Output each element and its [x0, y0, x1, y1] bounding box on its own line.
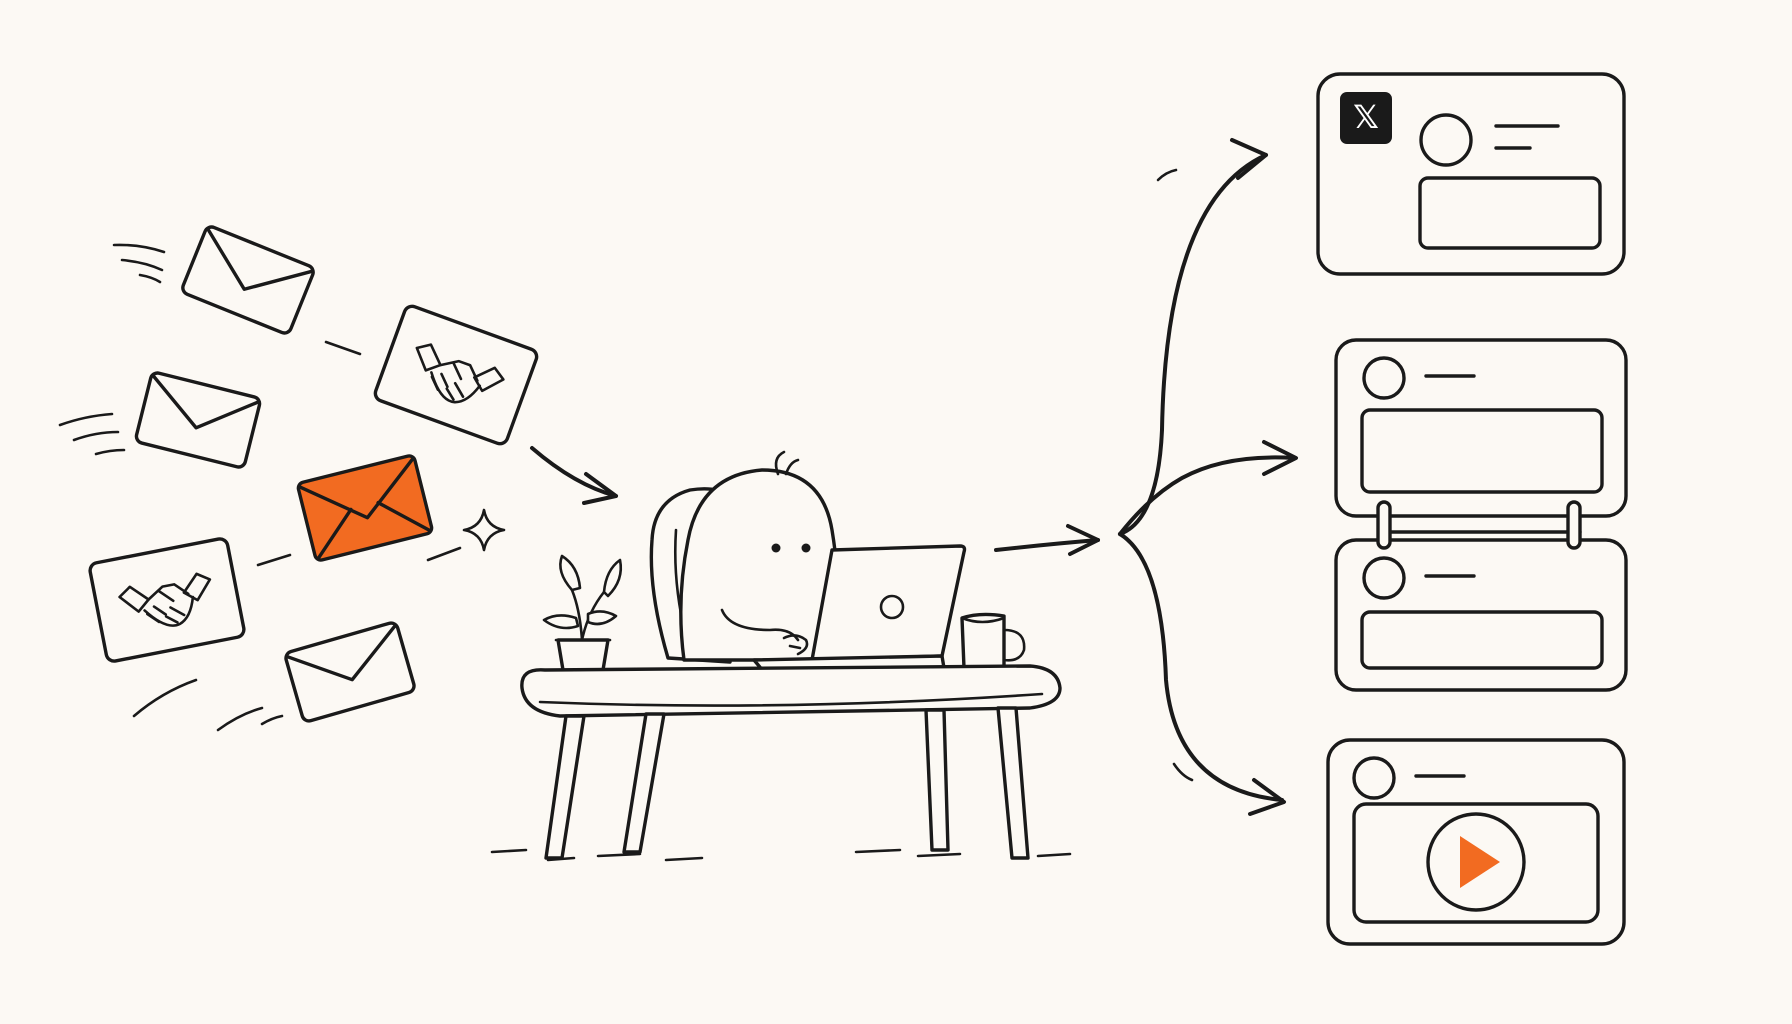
avatar — [1362, 556, 1406, 600]
play-button-ring — [1426, 812, 1526, 912]
envelope-icon — [134, 371, 262, 469]
motion-dash — [324, 340, 362, 356]
hair-strand — [784, 458, 800, 476]
mug — [960, 612, 1026, 673]
worker-at-desk — [490, 450, 1100, 862]
motion-lines — [58, 412, 126, 456]
content-cards: 𝕏 — [1316, 72, 1628, 946]
incoming-messages — [58, 225, 618, 732]
deal-card — [373, 304, 539, 446]
hand — [782, 634, 809, 656]
logo-mark — [879, 594, 905, 620]
eye — [801, 543, 811, 553]
outgoing-arrow — [994, 524, 1100, 556]
video-frame — [1352, 802, 1600, 924]
video-post-card — [1326, 738, 1626, 946]
motion-lines — [112, 243, 166, 284]
thread-card — [1334, 338, 1628, 518]
play-icon — [1460, 836, 1500, 888]
incoming-arrow — [530, 446, 618, 505]
thread-connector — [1376, 500, 1582, 550]
accent-envelope — [296, 454, 434, 562]
hair-strand — [774, 450, 786, 476]
distribution-branches — [1118, 138, 1298, 816]
deal-card — [88, 537, 246, 663]
avatar — [1419, 113, 1473, 167]
x-logo-glyph: 𝕏 — [1353, 98, 1379, 136]
eye — [771, 543, 781, 553]
x-post-card: 𝕏 — [1316, 72, 1626, 276]
content-block — [1360, 610, 1604, 670]
content-block — [1418, 176, 1602, 250]
envelope-icon — [296, 454, 434, 562]
x-logo-icon: 𝕏 — [1340, 92, 1392, 144]
motion-dash — [256, 553, 292, 567]
avatar — [1352, 756, 1396, 800]
handshake-icon — [118, 572, 212, 627]
ground-marks — [490, 848, 1072, 862]
motion-dash — [426, 546, 462, 562]
sparkle-icon — [462, 508, 506, 552]
thread-card — [1334, 538, 1628, 692]
handshake-icon — [415, 343, 505, 404]
motion-lines — [132, 678, 284, 732]
content-block — [1360, 408, 1604, 494]
desk — [520, 664, 1062, 860]
avatar — [1362, 356, 1406, 400]
envelope-icon — [181, 225, 315, 335]
envelope-icon — [284, 621, 416, 723]
